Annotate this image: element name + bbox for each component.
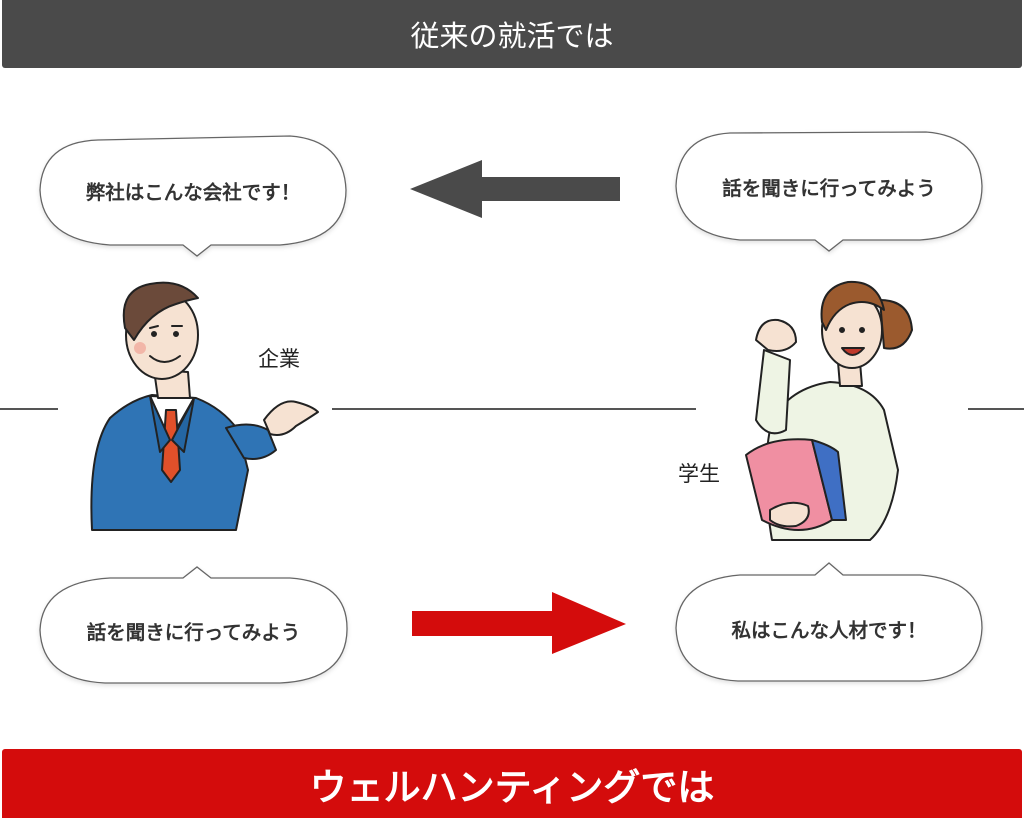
traditional-header-title: 従来の就活では: [410, 19, 614, 53]
wellhunting-footer-title: ウェルハンティングでは: [309, 765, 715, 809]
businessman-illustration: [90, 281, 319, 531]
arrow-right-wellhunting: [412, 592, 626, 654]
bubble-student-bottom: [675, 562, 983, 682]
bubble-company-top: [39, 135, 347, 257]
wellhunting-footer: ウェルハンティングでは: [2, 749, 1022, 818]
bubble-company-bottom: [39, 566, 348, 684]
arrow-left-traditional: [410, 160, 620, 218]
bubble-company-bottom-text: 話を聞きに行ってみよう: [86, 621, 301, 644]
student-label: 学生: [678, 462, 720, 486]
traditional-header: 従来の就活では: [2, 0, 1022, 68]
bubble-student-bottom-text: 私はこんな人材です！: [731, 618, 927, 642]
company-label: 企業: [258, 347, 300, 371]
student-illustration: [745, 280, 913, 541]
bubble-company-top-text: 弊社はこんな会社です！: [85, 180, 301, 204]
bubble-student-top: [675, 131, 983, 252]
bubble-student-top-text: 話を聞きに行ってみよう: [722, 176, 936, 200]
